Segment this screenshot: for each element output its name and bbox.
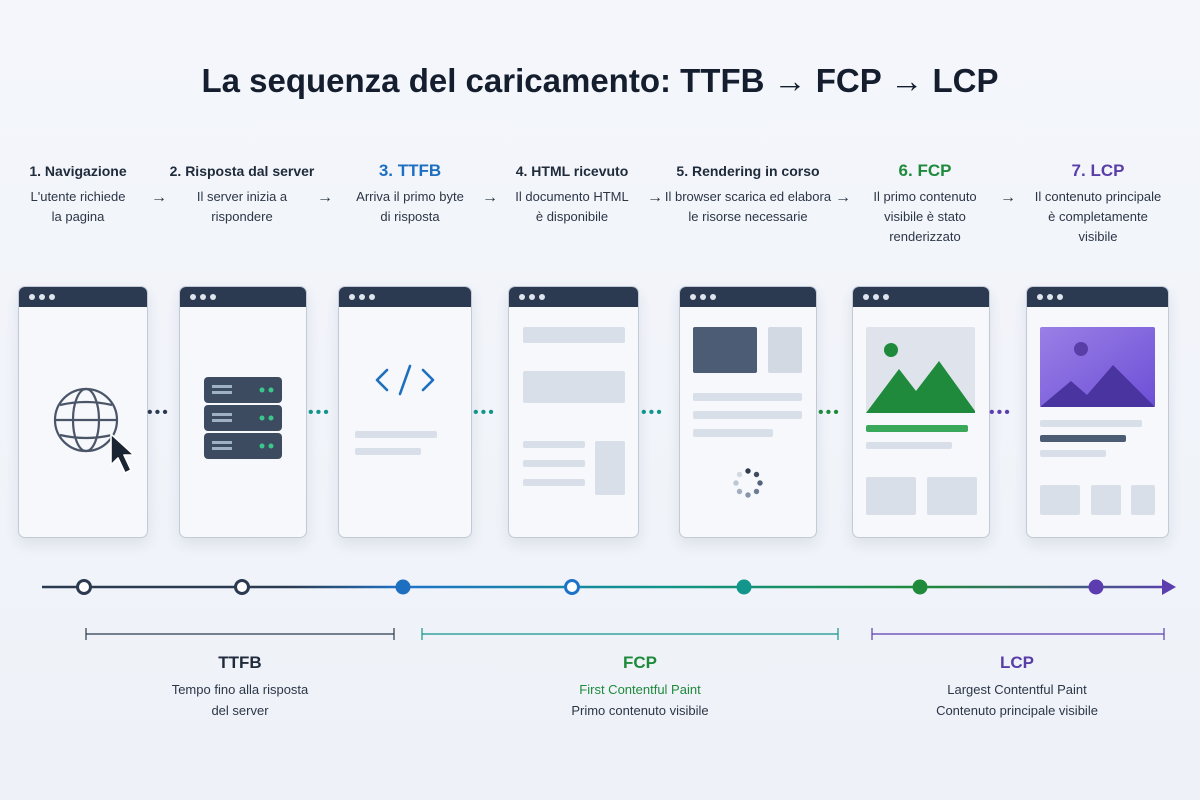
step-arrow: → — [317, 189, 333, 206]
loading-spinner-icon — [733, 468, 763, 498]
connector-dots: ••• — [641, 404, 664, 421]
browser-window-fcp — [852, 286, 990, 538]
browser-window-server — [179, 286, 307, 538]
browser-window-rendering — [679, 286, 817, 538]
step-arrow: → — [1000, 189, 1016, 206]
step-2-text: 2. Risposta dal server Il server inizia … — [157, 160, 327, 227]
timeline-node-fcp — [912, 579, 928, 595]
connector-dots: ••• — [989, 404, 1012, 421]
phase-name: TTFB — [218, 653, 262, 672]
step-arrow: → — [647, 189, 663, 206]
step-description: L'utente richiede la pagina — [30, 189, 126, 224]
timeline-node-rendering — [736, 579, 752, 595]
phase-description: del server — [211, 703, 269, 718]
fcp-bracket — [421, 628, 839, 640]
step-label: 6. FCP — [898, 161, 952, 180]
step-description: Il browser scarica ed elabora le risorse… — [664, 189, 832, 224]
page-skeleton — [509, 307, 638, 537]
connector-dots: ••• — [147, 404, 170, 421]
step-arrow: → — [482, 189, 498, 206]
step-arrow: → — [835, 189, 851, 206]
step-description: Il primo contenuto visibile è stato rend… — [873, 189, 977, 244]
step-7-text: 7. LCP Il contenuto principale è complet… — [1013, 160, 1183, 247]
step-label: 4. HTML ricevuto — [515, 163, 629, 179]
connector-dots: ••• — [818, 404, 841, 421]
ttfb-bracket — [85, 628, 395, 640]
step-description: Il contenuto principale è completamente … — [1034, 189, 1162, 244]
step-6-text: 6. FCP Il primo contenuto visibile è sta… — [840, 160, 1010, 247]
step-label: 3. TTFB — [378, 161, 442, 180]
step-label: 7. LCP — [1071, 161, 1125, 180]
connector-dots: ••• — [308, 404, 331, 421]
step-5-text: 5. Rendering in corso Il browser scarica… — [655, 160, 841, 227]
window-titlebar — [1027, 287, 1168, 307]
step-1-text: 1. Navigazione L'utente richiede la pagi… — [0, 160, 163, 227]
phase-description: Primo contenuto visibile — [571, 703, 709, 718]
phase-description: Tempo fino alla risposta — [171, 682, 309, 697]
code-icon — [375, 364, 435, 396]
window-titlebar — [853, 287, 989, 307]
timeline-node-html — [564, 579, 580, 595]
timeline-node-lcp — [1088, 579, 1104, 595]
globe-icon — [53, 387, 135, 474]
lcp-bracket — [871, 628, 1165, 640]
phase-ttfb: TTFB Tempo fino alla risposta del server — [90, 653, 390, 721]
image-icon — [866, 343, 975, 413]
phase-fcp: FCP First Contentful Paint Primo contenu… — [490, 653, 790, 721]
browser-window-lcp — [1026, 286, 1169, 538]
phase-name: FCP — [623, 653, 657, 672]
window-titlebar — [19, 287, 147, 307]
image-icon — [1040, 327, 1155, 407]
step-description: Il server inizia a rispondere — [196, 189, 288, 224]
phase-description: Largest Contentful Paint — [947, 682, 1087, 697]
browser-window-navigation — [18, 286, 148, 538]
browser-window-ttfb — [338, 286, 472, 538]
window-titlebar — [180, 287, 306, 307]
step-description: Arriva il primo byte di risposta — [356, 189, 464, 224]
step-label: 2. Risposta dal server — [169, 163, 315, 179]
server-icon — [204, 377, 282, 459]
phase-lcp: LCP Largest Contentful Paint Contenuto p… — [867, 653, 1167, 721]
step-label: 1. Navigazione — [29, 163, 127, 179]
window-titlebar — [339, 287, 471, 307]
cursor-icon — [110, 433, 135, 474]
phase-description: Contenuto principale visibile — [936, 703, 1098, 718]
window-titlebar — [680, 287, 816, 307]
step-description: Il documento HTML è disponibile — [515, 189, 629, 224]
timeline-node-navigation — [76, 579, 92, 595]
step-4-text: 4. HTML ricevuto Il documento HTML è dis… — [487, 160, 657, 227]
phase-description: First Contentful Paint — [579, 682, 701, 697]
connector-dots: ••• — [473, 404, 496, 421]
step-3-text: 3. TTFB Arriva il primo byte di risposta — [325, 160, 495, 227]
window-titlebar — [509, 287, 638, 307]
browser-window-html — [508, 286, 639, 538]
page-title: La sequenza del caricamento: TTFB → FCP … — [201, 62, 999, 99]
step-arrow: → — [151, 189, 167, 206]
phase-name: LCP — [1000, 653, 1034, 672]
timeline-arrowhead — [1162, 579, 1176, 595]
step-label: 5. Rendering in corso — [676, 163, 820, 179]
timeline-node-ttfb — [395, 579, 411, 595]
timeline-node-server — [234, 579, 250, 595]
